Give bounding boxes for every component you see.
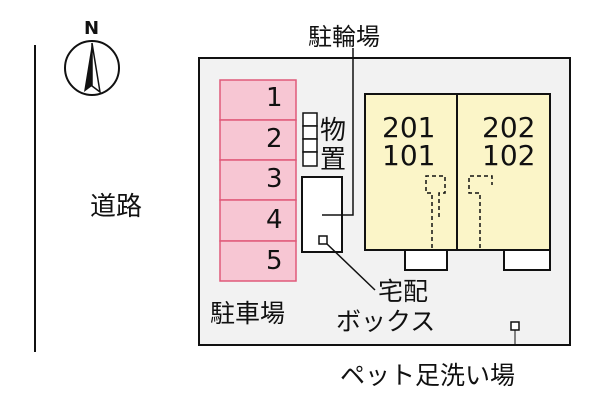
parking-label: 駐車場 bbox=[210, 299, 286, 328]
storage-label-line2: 置 bbox=[320, 145, 347, 175]
parking-space-number: 1 bbox=[266, 83, 283, 113]
parking-space-number: 4 bbox=[266, 205, 283, 235]
delivery-box-label-line1: 宅配 bbox=[378, 277, 429, 306]
unit-number-201: 201 bbox=[382, 111, 436, 144]
pet-wash-icon bbox=[510, 321, 520, 331]
delivery-box-icon bbox=[318, 235, 328, 245]
parking-area bbox=[219, 79, 297, 282]
road-label: 道路 bbox=[90, 192, 143, 222]
bicycle-parking-racks bbox=[302, 112, 318, 167]
parking-space-1 bbox=[219, 79, 297, 121]
unit-number-101: 101 bbox=[382, 139, 436, 172]
pet-wash-label: ペット足洗い場 bbox=[340, 361, 516, 390]
parking-space-2 bbox=[219, 119, 297, 161]
parking-space-3 bbox=[219, 159, 297, 201]
parking-space-4 bbox=[219, 199, 297, 242]
compass-label: N bbox=[84, 18, 100, 39]
apartment-building bbox=[364, 93, 551, 271]
bicycle-parking-leader-line bbox=[322, 48, 354, 216]
parking-space-number: 2 bbox=[266, 124, 283, 154]
north-arrow-icon bbox=[64, 40, 120, 96]
storage-label-line1: 物 bbox=[320, 116, 347, 146]
parking-space-number: 5 bbox=[266, 246, 283, 276]
stair-dashed-outlines bbox=[425, 175, 493, 248]
parking-space-5 bbox=[219, 240, 297, 282]
parking-space-number: 3 bbox=[266, 164, 283, 194]
unit-number-102: 102 bbox=[482, 139, 536, 172]
delivery-box-leader-line bbox=[326, 243, 376, 291]
unit-number-202: 202 bbox=[482, 111, 536, 144]
delivery-box-label-line2: ボックス bbox=[336, 307, 436, 336]
bicycle-parking-label: 駐輪場 bbox=[308, 23, 380, 51]
